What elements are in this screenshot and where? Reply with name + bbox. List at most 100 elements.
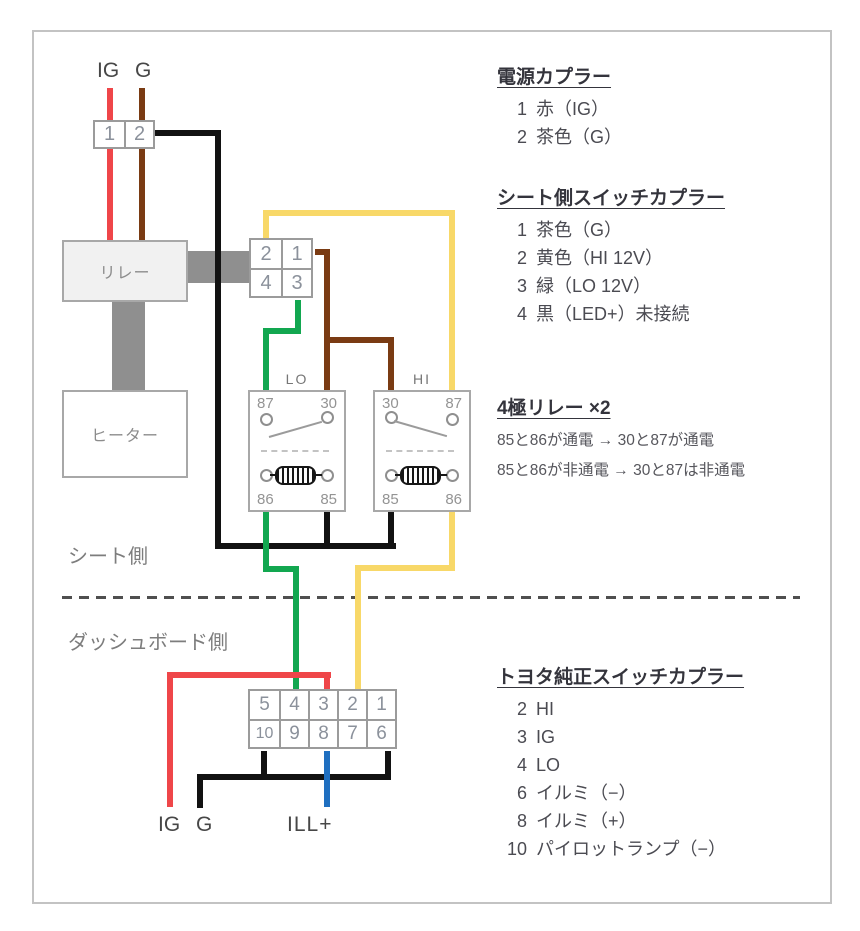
wire-lo-green (263, 328, 269, 390)
relay-box: リレー (62, 240, 188, 302)
wire-ground-black (155, 130, 221, 136)
power-coupler-heading: 電源カプラー (497, 67, 612, 88)
wire-hi-yellow (263, 210, 269, 240)
relay-box-label: リレー (99, 265, 151, 282)
wire-hi-yellow (449, 210, 455, 392)
wire-hi85-black (388, 508, 394, 549)
legend-item: 3 IG (497, 723, 744, 751)
legend-item-number: 2 (516, 699, 527, 719)
dash-connector-pin: 1 (366, 691, 395, 719)
dashboard-side-label: ダッシュボード側 (68, 632, 228, 654)
relay-hi: HI 30 87 85 86 (373, 371, 471, 512)
coil-lead (315, 474, 322, 476)
relay-hi-pin-85: 85 (382, 491, 399, 508)
wire-hi-yellow (263, 210, 455, 216)
legend-item-text: イルミ（−） (536, 783, 637, 803)
legend-item-number: 2 (516, 248, 527, 268)
side-separator-dashed-line (62, 596, 800, 599)
relay-hi-title: HI (413, 371, 431, 387)
bottom-ig-label: IG (158, 813, 181, 836)
legend-item-number: 1 (516, 99, 527, 119)
legend-item: 1 赤（IG） (497, 95, 622, 123)
legend-item-number: 4 (516, 304, 527, 324)
seat-switch-connector: 2 1 4 3 (249, 238, 313, 298)
heater-box-label: ヒーター (90, 428, 159, 445)
top-g-label: G (135, 59, 152, 82)
wire-lo-green (295, 300, 301, 334)
wire-hi-yellow-down (355, 565, 361, 693)
legend-item-number: 8 (516, 811, 527, 831)
wire-lo-green-down (263, 508, 269, 572)
wire-pin1-brown (388, 337, 394, 392)
legend-item: 2 茶色（G） (497, 123, 622, 151)
legend-item-number: 4 (516, 755, 527, 775)
wire-lo-green-down (263, 566, 299, 572)
seat-switch-pin: 1 (281, 240, 311, 268)
wire-lo-green (263, 328, 301, 334)
toyota-switch-coupler-heading: トヨタ純正スイッチカプラー (497, 667, 745, 688)
relay-note: 85と86が通電 → 30と87が通電 (497, 432, 715, 449)
wire-pin1-brown (324, 249, 330, 392)
relay-lo-title: LO (285, 371, 309, 387)
power-connector-pin: 2 (124, 122, 153, 147)
dash-connector-pin: 7 (337, 719, 366, 747)
wire-ig-red (107, 88, 113, 240)
dash-connector-pin: 5 (250, 691, 279, 719)
wire-ground-black (215, 130, 221, 549)
relay-divider (261, 450, 329, 452)
relay-coil (275, 466, 316, 485)
relay-hi-pin-30: 30 (382, 395, 399, 412)
relay-heading: 4極リレー ×2 (497, 398, 611, 419)
legend-item-text: LO (536, 755, 561, 775)
relay-lo: LO 87 30 86 85 (248, 371, 346, 512)
relay-lo-pin-87: 87 (257, 395, 274, 412)
dash-connector-pin: 10 (250, 719, 279, 747)
legend-item: 2 HI (497, 695, 744, 723)
top-ig-label: IG (97, 59, 120, 82)
seat-switch-coupler-heading: シート側スイッチカプラー (497, 188, 726, 209)
wire-dash-g-black (385, 751, 391, 780)
wire-dash-g-black (197, 774, 203, 808)
coil-lead (270, 474, 276, 476)
legend-item-number: 3 (516, 276, 527, 296)
relay-lo-pin-85: 85 (320, 491, 337, 508)
relay-terminal-circle (260, 413, 273, 426)
legend-item: 10 パイロットランプ（−） (497, 835, 744, 863)
legend-item-text: 黄色（HI 12V） (536, 248, 664, 268)
wire-ill-blue (324, 751, 330, 807)
relay-coil (400, 466, 441, 485)
seat-switch-pin: 3 (281, 268, 311, 296)
wire-dash-ig-red (167, 672, 173, 807)
relay-lo-pin-30: 30 (320, 395, 337, 412)
legend-item-text: 赤（IG） (536, 99, 610, 119)
dash-connector-pin: 8 (308, 719, 337, 747)
legend-item-text: 緑（LO 12V） (536, 276, 652, 296)
legend-item-text: IG (536, 727, 556, 747)
wire-g-brown (139, 88, 145, 240)
wire-lo85-black (324, 508, 330, 549)
relay-hi-pin-87: 87 (445, 395, 462, 412)
coil-lead (440, 474, 447, 476)
relay-to-heater-bar (112, 302, 145, 390)
legend-power-coupler: 電源カプラー 1 赤（IG） 2 茶色（G） (497, 62, 622, 151)
legend-item: 2 黄色（HI 12V） (497, 244, 725, 272)
dash-connector-pin: 9 (279, 719, 308, 747)
legend-relay: 4極リレー ×2 85と86が通電 → 30と87が通電 85と86が非通電 →… (497, 393, 745, 486)
wire-hi-yellow-down (449, 508, 455, 571)
dash-connector-pin: 4 (279, 691, 308, 719)
relay-switch-arm (393, 420, 448, 438)
seat-switch-pin: 4 (251, 268, 281, 296)
coil-lead (395, 474, 401, 476)
legend-seat-switch-coupler: シート側スイッチカプラー 1 茶色（G） 2 黄色（HI 12V） 3 緑（LO… (497, 183, 725, 328)
legend-item-number: 3 (516, 727, 527, 747)
dash-connector-pin: 3 (308, 691, 337, 719)
seat-side-label: シート側 (68, 546, 148, 568)
wire-lo-green-down (293, 566, 299, 693)
legend-toyota-switch-coupler: トヨタ純正スイッチカプラー 2 HI 3 IG 4 LO 6 イルミ（−） 8 … (497, 662, 744, 863)
relay-terminal-circle (446, 413, 459, 426)
power-connector-pin: 1 (95, 122, 124, 147)
relay-terminal-circle (446, 469, 459, 482)
legend-item: 6 イルミ（−） (497, 779, 744, 807)
legend-item-text: イルミ（+） (536, 811, 637, 831)
